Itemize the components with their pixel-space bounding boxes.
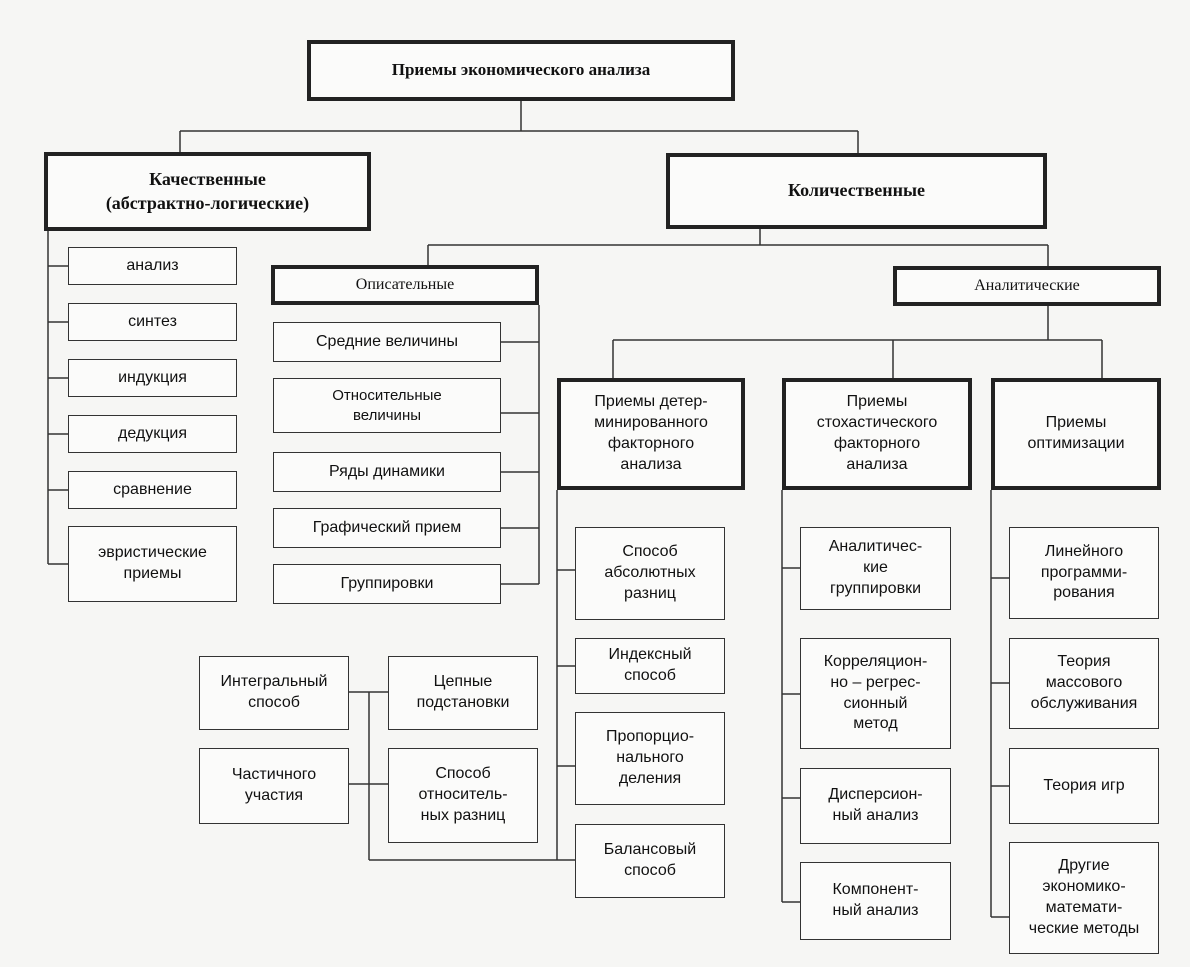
descriptive-node: Описательные [271,265,539,305]
optimization-item: Теория массового обслуживания [1009,638,1159,729]
optimization-item: Линейного программи- рования [1009,527,1159,619]
descriptive-item: Относительные величины [273,378,501,433]
integral-method-box: Интегральный способ [199,656,349,730]
deterministic-node: Приемы детер- минированного факторного а… [557,378,745,490]
quantitative-node: Количественные [666,153,1047,229]
deterministic-item: Индексный способ [575,638,725,694]
qualitative-item: индукция [68,359,237,397]
stochastic-item: Аналитичес- кие группировки [800,527,951,610]
relative-differences-box: Способ относитель- ных разниц [388,748,538,843]
deterministic-item: Балансовый способ [575,824,725,898]
deterministic-item: Пропорцио- нального деления [575,712,725,805]
partial-participation-box: Частичного участия [199,748,349,824]
qualitative-node: Качественные (абстрактно-логические) [44,152,371,231]
stochastic-item: Дисперсион- ный анализ [800,768,951,844]
qualitative-item: анализ [68,247,237,285]
qualitative-item: эвристические приемы [68,526,237,602]
optimization-node: Приемы оптимизации [991,378,1161,490]
qualitative-item: сравнение [68,471,237,509]
descriptive-item: Ряды динамики [273,452,501,492]
deterministic-item: Способ абсолютных разниц [575,527,725,620]
root-node: Приемы экономического анализа [307,40,735,101]
descriptive-item: Группировки [273,564,501,604]
analytical-node: Аналитические [893,266,1161,306]
stochastic-item: Корреляцион- но – регрес- сионный метод [800,638,951,749]
descriptive-item: Графический прием [273,508,501,548]
qualitative-item: дедукция [68,415,237,453]
chain-substitution-box: Цепные подстановки [388,656,538,730]
descriptive-item: Средние величины [273,322,501,362]
stochastic-item: Компонент- ный анализ [800,862,951,940]
qualitative-item: синтез [68,303,237,341]
optimization-item: Другие экономико- математи- ческие метод… [1009,842,1159,954]
stochastic-node: Приемы стохастического факторного анализ… [782,378,972,490]
optimization-item: Теория игр [1009,748,1159,824]
